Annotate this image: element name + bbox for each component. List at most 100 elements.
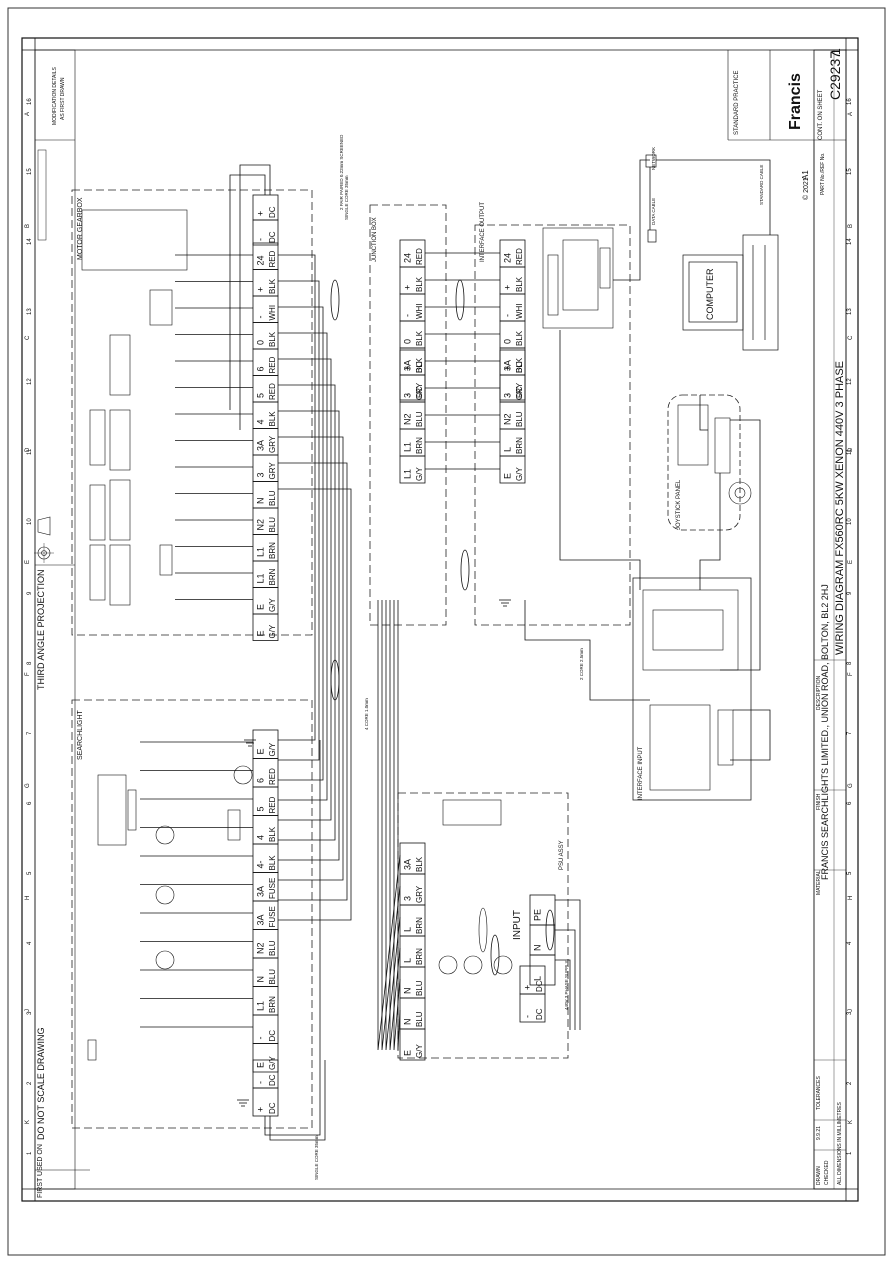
terminal-colour: DC [268,231,277,243]
date-value: 9.9.21 [816,1126,822,1140]
motor-modules [81,209,188,606]
column-number: 14 [847,238,853,245]
terminal-id: 3 [256,472,266,477]
joystick [677,404,752,505]
terminal-id: E [403,1050,413,1056]
terminal-colour: RED [268,383,277,400]
cable-gland [460,549,470,591]
row-letter: F [848,672,854,676]
terminal-colour: RED [268,796,277,813]
terminal-id: 3A [503,360,513,371]
row-letter: B [25,224,31,228]
input-label: INPUT [512,910,523,940]
terminal-id: 5 [256,806,266,811]
column-number: 12 [847,378,853,385]
wire [656,159,771,235]
column-number: 2 [27,1081,33,1085]
column-number: 1 [27,1151,33,1155]
terminal-colour: G/Y [268,742,277,756]
interface-input-box [632,577,752,801]
wire [278,462,348,901]
terminal-id: + [503,366,513,371]
terminal-colour: RED [268,768,277,785]
terminal-colour: BRN [415,917,424,934]
terminal-id: 0 [503,339,513,344]
terminal-id: N2 [256,519,266,531]
terminal-colour: DC [268,1102,277,1114]
terminal-id: 4 [256,419,266,424]
terminal-colour: BLK [268,411,277,427]
column-number: 2 [847,1081,853,1085]
column-number: 1 [847,1151,853,1155]
projection-symbol [34,516,54,563]
terminal-id: 4 [256,835,266,840]
column-number: 6 [27,801,33,805]
frame-border [21,37,859,1202]
drawn-label: DRAWN [816,1166,822,1185]
cont-on-sheet-text: CONT. ON SHEET [818,89,824,140]
wire [269,1060,326,1141]
cable-note-data: DATA CABLE [651,198,656,225]
first-used-on-text: FIRST USED ON [37,1144,44,1198]
terminal-id: 3 [503,393,513,398]
wire [278,280,320,761]
column-number: 12 [27,378,33,385]
column-number: 4 [847,941,853,945]
terminal-id: L1 [256,1001,266,1011]
interface-output-label: INTERFACE OUTPUT [480,202,486,262]
terminal-id: E [256,748,266,754]
column-number: 7 [27,731,33,735]
row-letter: A [848,112,854,116]
terminal-cell [252,1043,279,1073]
terminal-id: N2 [256,942,266,954]
wire [699,473,721,590]
terminal-id: + [523,985,533,990]
terminal-colour: BLK [415,330,424,346]
terminal-id: N [403,988,413,995]
terminal-colour: GRY [268,462,277,480]
cable-note-network: NETWORK [651,147,656,170]
row-letter: B [848,224,854,228]
page-border [7,7,886,1256]
row-letter: C [25,335,31,340]
part-no-text: PART No./REF No. [820,152,826,195]
terminal-id: + [256,1107,266,1112]
terminal-id: 24 [256,255,266,265]
terminal-strip-interface-dc: +DC-DC [499,349,526,401]
cable-note-supply: 440V 3 PHASE SUPPLY [564,961,569,1010]
column-number: 10 [847,518,853,525]
terminal-colour: BLK [268,855,277,871]
cable-note-single-core-bottom: SINGLE CORE 35mm [314,1135,319,1180]
terminal-id: E [256,1062,266,1068]
terminal-id: 24 [503,253,513,263]
terminal-colour: BLK [268,278,277,294]
wire [381,600,401,1051]
terminal-id: - [503,314,513,317]
row-letter: G [25,783,31,788]
do-not-scale-text: DO NOT SCALE DRAWING [36,1027,46,1140]
terminal-id: PE [533,909,543,921]
wire [559,330,641,590]
cable-gland [330,659,340,701]
terminal-cell [252,219,279,246]
terminal-id: 5 [256,393,266,398]
cable-gland [490,934,500,976]
column-number: 3 [847,1011,853,1015]
row-letter: A [25,112,31,116]
terminal-colour: RED [268,250,277,267]
column-number: 15 [27,168,33,175]
row-letter: D [848,447,854,452]
finish-label: FINISH [816,793,822,810]
terminal-id: 3A [256,440,266,451]
row-letter: C [848,335,854,340]
wire [555,899,581,1030]
column-number: 3 [27,1011,33,1015]
wire [278,254,316,741]
column-number: 7 [847,731,853,735]
wire [385,600,401,1051]
terminal-cell [399,374,426,401]
terminal-colour: RED [268,356,277,373]
